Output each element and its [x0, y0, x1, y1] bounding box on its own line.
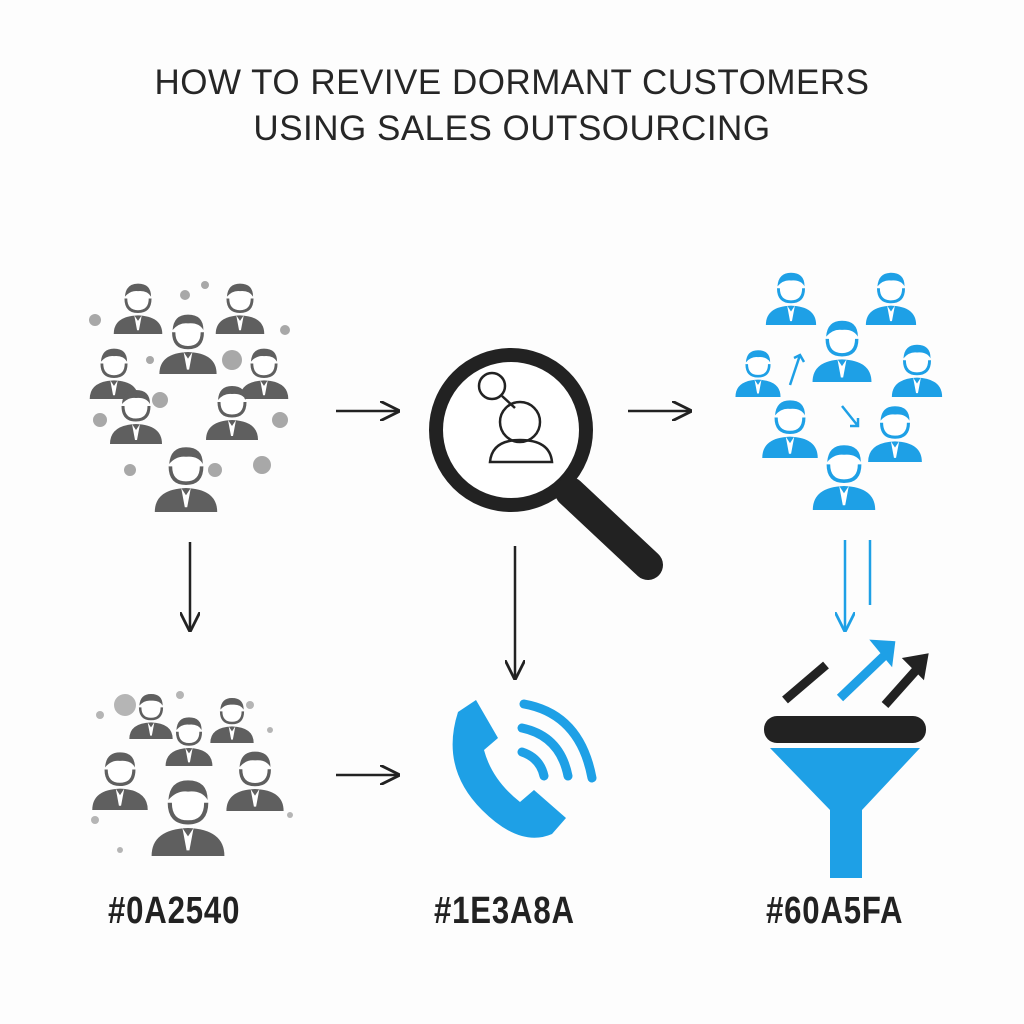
title-line-2: USING SALES OUTSOURCING — [253, 109, 771, 148]
double-arrow-down — [845, 540, 872, 630]
title-line-1: HOW TO REVIVE DORMANT CUSTOMERS — [154, 63, 870, 102]
color-label-2: #1E3A8A — [434, 890, 575, 932]
phone-call-icon — [452, 699, 597, 838]
color-label-1: #0A2540 — [108, 890, 241, 932]
sales-funnel-icon — [764, 639, 929, 878]
scattered-crowd-icon — [90, 691, 293, 856]
dormant-crowd-icon — [88, 281, 290, 514]
color-label-3: #60A5FA — [766, 890, 904, 932]
magnifier-search-icon — [429, 348, 663, 580]
dust-particles — [89, 281, 290, 477]
engaged-crowd-icon — [733, 271, 944, 512]
